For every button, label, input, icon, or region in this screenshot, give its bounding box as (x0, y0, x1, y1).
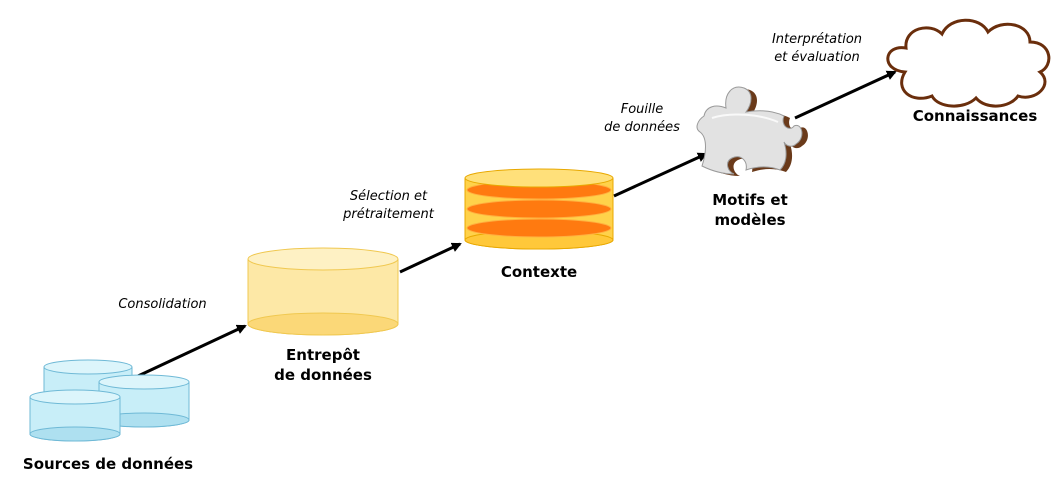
step-mining-line2: de données (604, 120, 680, 135)
cloud-icon (886, 18, 1051, 108)
arrow-mining (613, 152, 708, 198)
layered-database-icon (464, 168, 614, 250)
step-interpretation-line1: Interprétation (771, 32, 863, 47)
arrow-selection (399, 242, 462, 274)
step-interpretation-line2: et évaluation (774, 50, 860, 65)
step-selection: Sélection et prétraitement (326, 188, 451, 224)
source-cylinder-right (98, 374, 190, 428)
label-context: Contexte (500, 263, 578, 281)
arrow-interpretation (794, 70, 897, 120)
label-knowledge: Connaissances (912, 107, 1038, 125)
step-mining-line1: Fouille (620, 102, 664, 117)
step-selection-line2: prétraitement (343, 207, 434, 222)
label-sources: Sources de données (22, 455, 194, 473)
label-warehouse: Entrepôt de données (248, 345, 398, 385)
step-interpretation: Interprétation et évaluation (752, 31, 882, 67)
label-patterns-line1: Motifs et (712, 191, 788, 209)
label-patterns: Motifs et modèles (690, 190, 810, 230)
database-cylinder-icon (247, 247, 399, 336)
puzzle-piece-icon (696, 86, 808, 176)
label-warehouse-line1: Entrepôt (286, 346, 360, 364)
step-consolidation: Consolidation (118, 297, 207, 312)
arrow-consolidation (137, 324, 247, 378)
step-selection-line1: Sélection et (349, 189, 428, 204)
step-mining: Fouille de données (587, 101, 697, 137)
database-cylinders-icon (29, 359, 190, 442)
source-cylinder-front (29, 389, 121, 442)
label-warehouse-line2: de données (274, 366, 372, 384)
label-patterns-line2: modèles (714, 211, 786, 229)
